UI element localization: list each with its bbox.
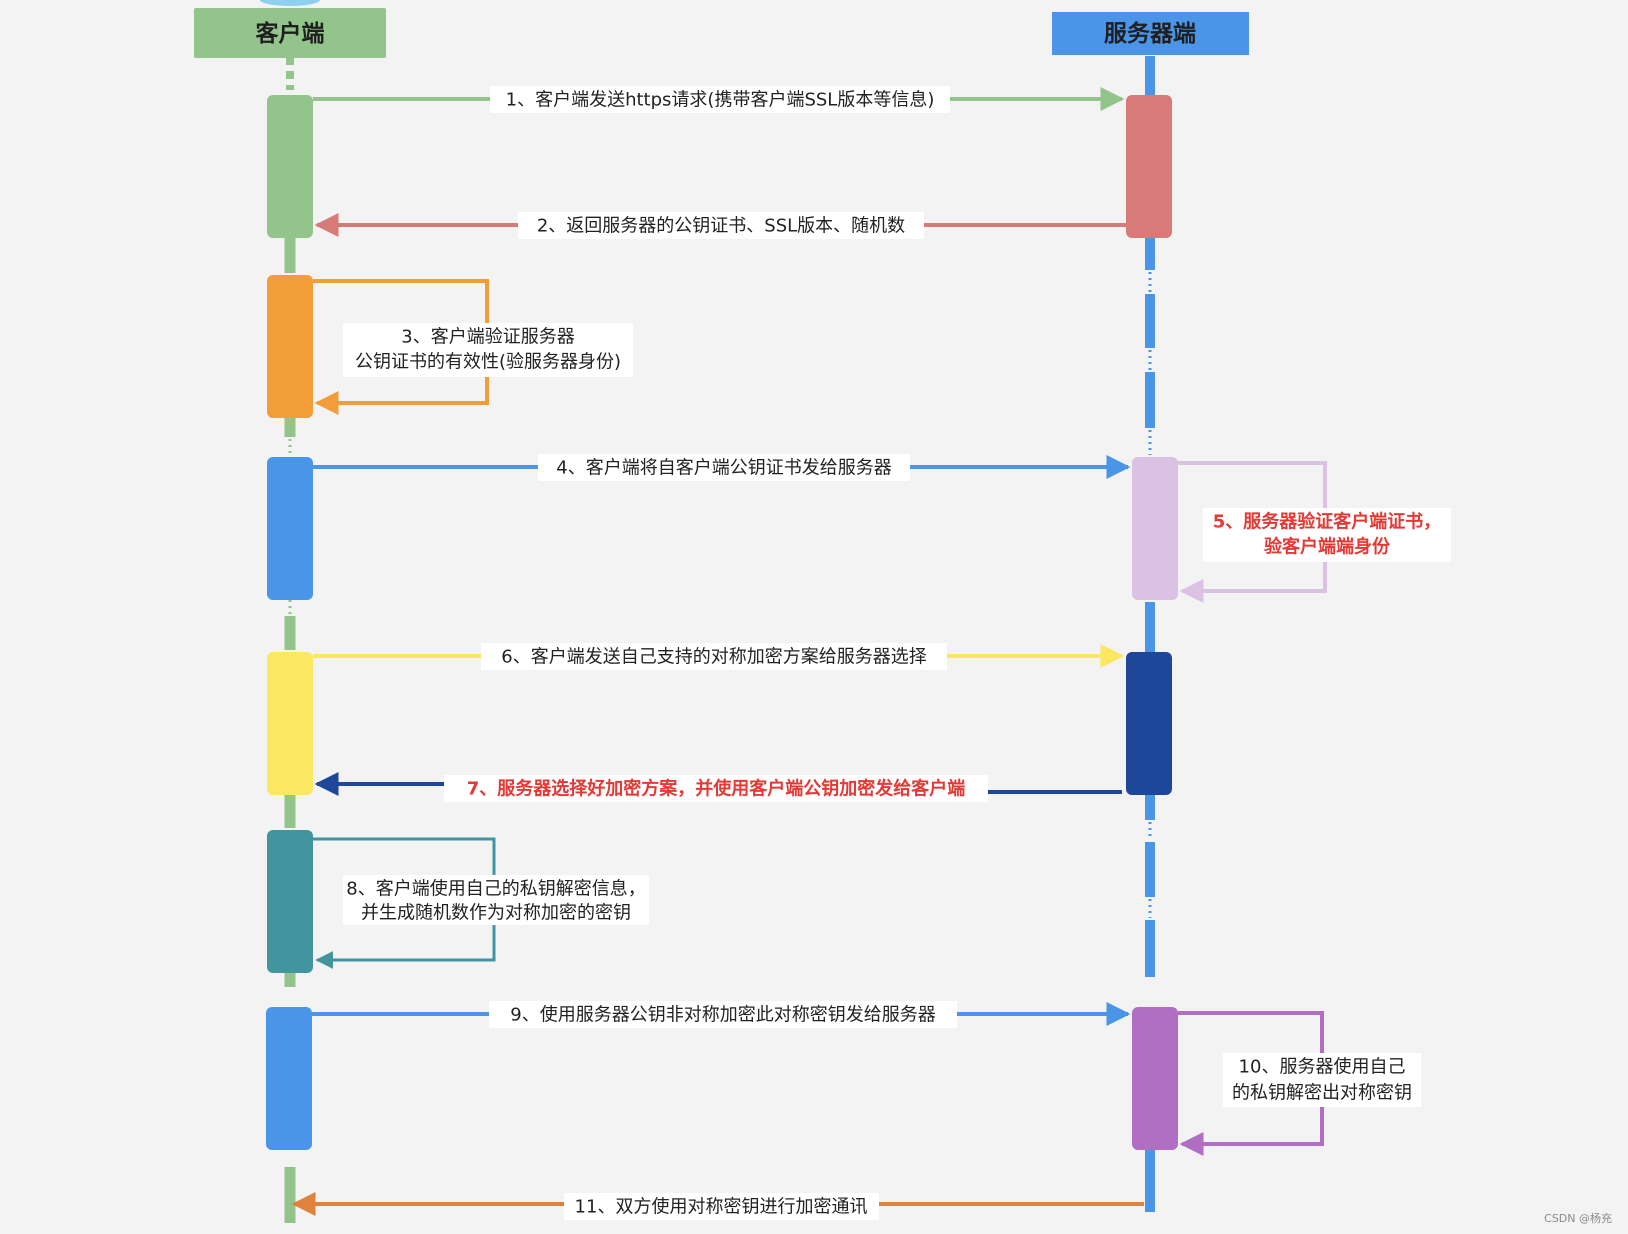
server-activation-3: [1126, 652, 1172, 795]
client-activation-1: [267, 95, 313, 238]
step-8-label-line1: 8、客户端使用自己的私钥解密信息，: [346, 879, 645, 900]
client-activation-5: [267, 830, 313, 973]
step-11-label: 11、双方使用对称密钥进行加密通讯: [575, 1197, 868, 1218]
step-3-label-line2: 公钥证书的有效性(验服务器身份): [355, 352, 621, 373]
step-8-label-line2: 并生成随机数作为对称加密的密钥: [361, 903, 631, 924]
server-activation-2: [1132, 457, 1178, 600]
step-4-label: 4、客户端将自客户端公钥证书发给服务器: [556, 458, 891, 479]
step-1-label: 1、客户端发送https请求(携带客户端SSL版本等信息): [506, 90, 935, 111]
client-activation-6: [266, 1007, 312, 1150]
client-activation-3: [267, 457, 313, 600]
step-9-label: 9、使用服务器公钥非对称加密此对称密钥发给服务器: [510, 1005, 935, 1026]
step-7-label: 7、服务器选择好加密方案，并使用客户端公钥加密发给客户端: [467, 778, 966, 800]
server-header: 服务器端: [1052, 12, 1249, 55]
client-activation-4: [267, 652, 313, 795]
step-10-label-line2: 的私钥解密出对称密钥: [1232, 1083, 1412, 1104]
top-decoration: [260, 0, 320, 6]
client-header: 客户端: [194, 8, 386, 58]
step-3-label-line1: 3、客户端验证服务器: [401, 327, 574, 348]
watermark: CSDN @杨充: [1544, 1211, 1612, 1225]
server-activation-4: [1132, 1007, 1178, 1150]
step-5-label-line2: 验客户端端身份: [1264, 536, 1391, 558]
step-10-label-line1: 10、服务器使用自己: [1239, 1057, 1406, 1078]
server-activation-1: [1126, 95, 1172, 238]
step-2-label: 2、返回服务器的公钥证书、SSL版本、随机数: [537, 216, 905, 237]
server-header-label: 服务器端: [1104, 21, 1196, 47]
client-header-label: 客户端: [256, 20, 325, 47]
step-6-label: 6、客户端发送自己支持的对称加密方案给服务器选择: [501, 647, 926, 668]
client-activation-2: [267, 275, 313, 418]
step-5-label-line1: 5、服务器验证客户端证书，: [1213, 511, 1442, 533]
